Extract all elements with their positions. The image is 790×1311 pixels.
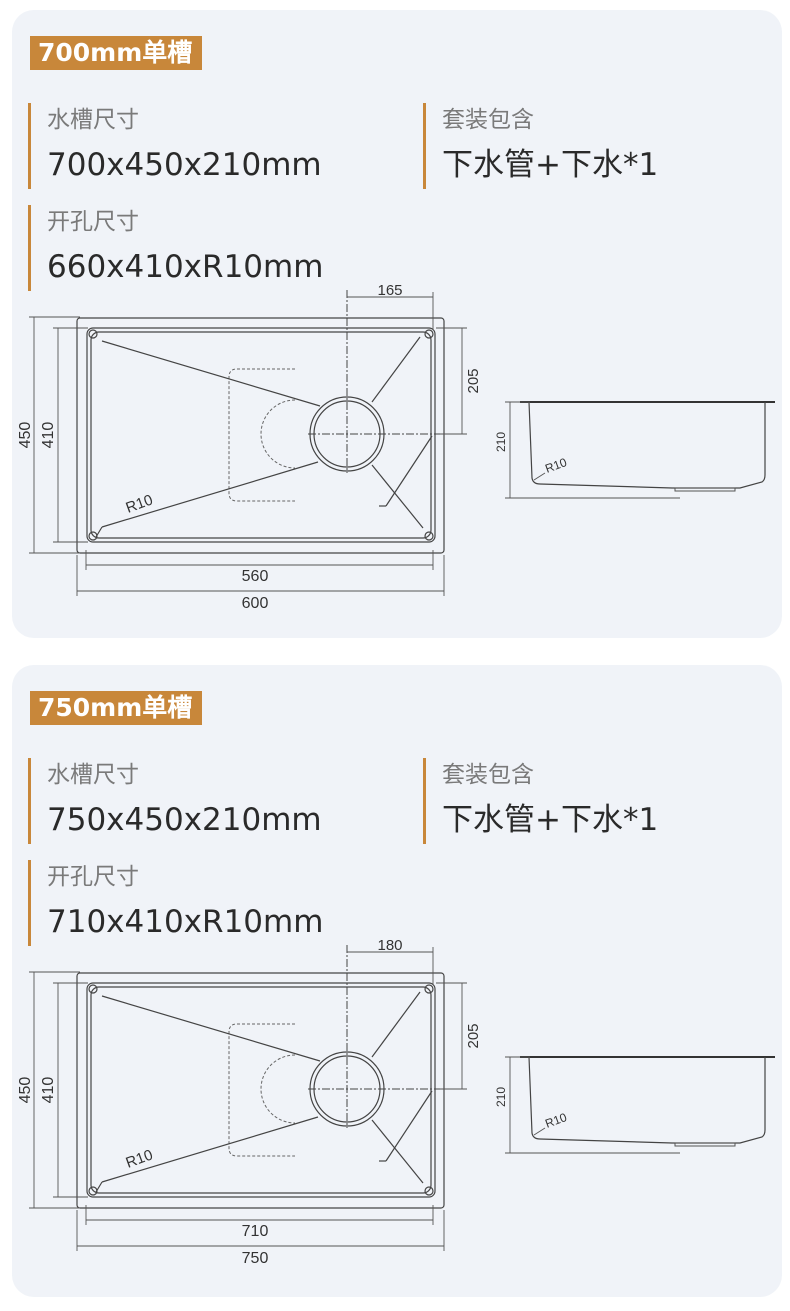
slope-line [371, 464, 424, 529]
side-radius-label: R10 [543, 1110, 569, 1131]
drain-basket-outline [228, 368, 295, 502]
corner-radius-mark [424, 329, 434, 339]
side-view-body [528, 1056, 766, 1144]
sink-size-label: 水槽尺寸 [47, 762, 139, 788]
package-spec: 套装包含 下水管+下水*1 [423, 758, 658, 844]
dimension-drain-offset-x: 165 [377, 282, 402, 299]
package-label: 套装包含 [442, 107, 534, 133]
sink-size-spec: 水槽尺寸 700x450x210mm [28, 103, 322, 189]
sink-inner-edge [86, 327, 436, 543]
model-tag: 700mm单槽 [30, 36, 203, 70]
package-value: 下水管+下水*1 [442, 147, 659, 183]
slope-line [371, 336, 421, 403]
drain-basket-outline [228, 1023, 295, 1157]
dimension-inner-height: 410 [40, 422, 57, 449]
side-view-drain [674, 1142, 736, 1147]
sink-bowl-edge [90, 986, 432, 1194]
drain-basket-arc [260, 1054, 296, 1124]
radius-leader [533, 472, 546, 481]
cutout-spec: 开孔尺寸 660x410xR10mm [28, 205, 323, 291]
product-card-750: 750mm单槽 水槽尺寸 750x450x210mm 套装包含 下水管+下水*1… [12, 665, 782, 1297]
slope-line [101, 340, 321, 407]
leader-line [385, 435, 433, 507]
dimension-inner-width: 560 [242, 568, 269, 585]
slope-line [101, 995, 321, 1062]
corner-radius-mark [424, 984, 434, 994]
cutout-value: 660x410xR10mm [47, 249, 324, 285]
drain-basket-arc [260, 399, 296, 469]
cutout-label: 开孔尺寸 [47, 209, 139, 235]
side-view-body [528, 401, 766, 489]
corner-radius-mark [424, 1186, 434, 1196]
dimension-drain-offset-x: 180 [377, 937, 402, 954]
dimension-outer-width: 600 [242, 595, 269, 612]
slope-line [371, 991, 421, 1058]
side-radius-label: R10 [543, 455, 569, 476]
sink-size-value: 750x450x210mm [47, 802, 322, 838]
slope-line [101, 1116, 319, 1183]
product-card-700: 700mm单槽 水槽尺寸 700x450x210mm 套装包含 下水管+下水*1… [12, 10, 782, 638]
radius-leader [95, 526, 103, 538]
dimension-outer-height: 450 [17, 422, 34, 449]
cutout-label: 开孔尺寸 [47, 864, 139, 890]
sink-size-spec: 水槽尺寸 750x450x210mm [28, 758, 322, 844]
model-tag: 750mm单槽 [30, 691, 203, 725]
sink-outer-edge [76, 972, 445, 1209]
sink-size-value: 700x450x210mm [47, 147, 322, 183]
sink-bowl-edge [90, 331, 432, 539]
dimension-outer-width: 750 [242, 1250, 269, 1267]
dimension-depth: 210 [494, 432, 508, 452]
corner-radius-mark [88, 984, 98, 994]
cutout-value: 710x410xR10mm [47, 904, 324, 940]
package-value: 下水管+下水*1 [442, 802, 659, 838]
dimension-depth: 210 [494, 1087, 508, 1107]
dimension-inner-height: 410 [40, 1077, 57, 1104]
sink-size-label: 水槽尺寸 [47, 107, 139, 133]
slope-line [101, 461, 319, 528]
package-label: 套装包含 [442, 762, 534, 788]
corner-radius-mark [424, 531, 434, 541]
leader-line [385, 1090, 433, 1162]
slope-line [371, 1119, 424, 1184]
sink-outer-edge [76, 317, 445, 554]
corner-radius-mark [88, 329, 98, 339]
dimension-drain-offset-y: 205 [465, 368, 482, 393]
radius-leader [95, 1181, 103, 1193]
dimension-outer-height: 450 [17, 1077, 34, 1104]
radius-leader [533, 1127, 546, 1136]
sink-inner-edge [86, 982, 436, 1198]
package-spec: 套装包含 下水管+下水*1 [423, 103, 658, 189]
dimension-inner-width: 710 [242, 1223, 269, 1240]
cutout-spec: 开孔尺寸 710x410xR10mm [28, 860, 323, 946]
side-view-drain [674, 487, 736, 492]
dimension-drain-offset-y: 205 [465, 1023, 482, 1048]
